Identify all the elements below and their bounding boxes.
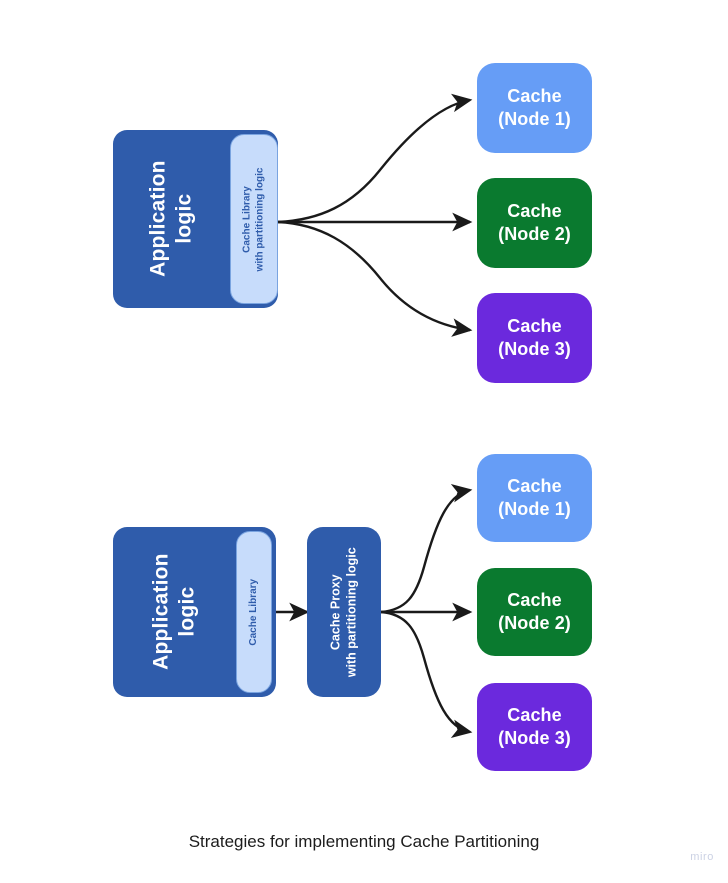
cache-node-2-line1-d2: Cache: [507, 589, 562, 610]
cache-node-2-diagram-1[interactable]: Cache (Node 2): [477, 178, 592, 268]
miro-watermark: miro: [690, 851, 714, 863]
cache-library-panel-2[interactable]: Cache Library: [236, 531, 272, 693]
cache-node-1-diagram-1[interactable]: Cache (Node 1): [477, 63, 592, 153]
cache-proxy-box[interactable]: Cache Proxy with partitioning logic: [307, 527, 381, 697]
cache-proxy-line2: with partitioning logic: [345, 547, 360, 677]
cache-node-1-line2: (Node 1): [498, 109, 571, 129]
cache-proxy-line1: Cache Proxy: [328, 574, 343, 650]
cache-node-3-line1-d2: Cache: [507, 704, 562, 725]
app-label-line2-1: logic: [172, 194, 196, 245]
cache-node-2-diagram-2[interactable]: Cache (Node 2): [477, 568, 592, 656]
arrow-proxy-to-node-1: [380, 483, 473, 614]
application-logic-label-2: Application logic: [113, 527, 236, 697]
cache-node-3-line1: Cache: [507, 315, 562, 336]
application-logic-label-1: Application logic: [113, 130, 230, 308]
arrow-app-to-node-1: [277, 93, 473, 224]
application-logic-box-2[interactable]: Application logic Cache Library: [113, 527, 276, 697]
cache-node-2-line1: Cache: [507, 200, 562, 221]
app-label-line1-1: Application: [146, 160, 170, 278]
cache-node-2-line2-d2: (Node 2): [498, 613, 571, 633]
cache-node-1-line1: Cache: [507, 85, 562, 106]
app-label-line2-2: logic: [175, 587, 199, 638]
cache-node-1-diagram-2[interactable]: Cache (Node 1): [477, 454, 592, 542]
cache-library-line1-1: Cache Library: [241, 185, 253, 253]
arrow-proxy-to-node-3: [380, 610, 473, 739]
cache-library-panel-1[interactable]: Cache Library with partitioning logic: [229, 134, 278, 304]
cache-node-2-line2: (Node 2): [498, 224, 571, 244]
figure-caption: Strategies for implementing Cache Partit…: [188, 832, 540, 851]
cache-library-line1-2: Cache Library: [247, 578, 259, 646]
arrow-group-diagram-1: [277, 93, 473, 337]
application-logic-box-1[interactable]: Application logic Cache Library with par…: [113, 130, 278, 308]
cache-node-1-line1-d2: Cache: [507, 475, 562, 496]
cache-node-3-line2: (Node 3): [498, 339, 571, 359]
cache-node-3-diagram-2[interactable]: Cache (Node 3): [477, 683, 592, 771]
cache-library-line2-1: with partitioning logic: [253, 167, 265, 271]
app-label-line1-2: Application: [149, 553, 173, 671]
cache-node-3-diagram-1[interactable]: Cache (Node 3): [477, 293, 592, 383]
cache-node-1-line2-d2: (Node 1): [498, 499, 571, 519]
arrow-app-to-node-3: [277, 220, 473, 337]
cache-node-3-line2-d2: (Node 3): [498, 728, 571, 748]
